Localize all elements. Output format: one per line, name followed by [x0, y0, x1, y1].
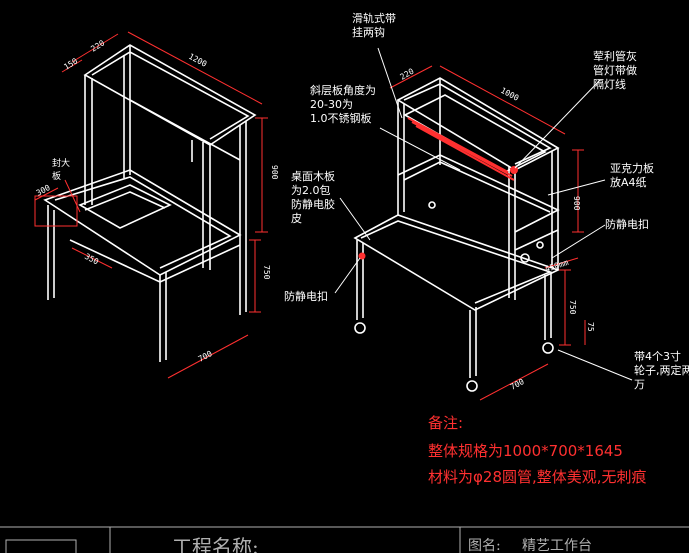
right-desk-top-2	[360, 220, 553, 304]
left-dim-leg-height	[249, 239, 261, 313]
right-dim-base-width	[479, 363, 549, 401]
right-top-frame-inner	[403, 83, 552, 165]
leader-acrylic	[547, 179, 606, 196]
leader-esd-right	[551, 224, 606, 259]
title-block-texts: 工程名称: 图名: 精艺工作台	[172, 535, 592, 553]
callout-tilt-shelf-line: 斜层板角度为	[310, 83, 376, 97]
callout-acrylic: 亚克力板放A4纸	[610, 161, 654, 189]
callout-rail-line: 挂两钩	[352, 25, 385, 39]
left-seal-board-line2: 板	[52, 170, 61, 182]
callout-tilt-shelf-line: 1.0不锈钢板	[310, 111, 372, 125]
callout-lamp-line: 隔灯线	[593, 77, 626, 91]
notes-line1: 整体规格为1000*700*1645	[428, 442, 623, 460]
right-outlet-2	[428, 201, 436, 209]
left-seal-board-box	[34, 195, 78, 227]
leader-wheels	[557, 349, 633, 381]
callout-lamp-line: 荤利管灰	[593, 49, 637, 63]
callout-wheels-line: 万	[634, 378, 645, 391]
left-top-frame-inner	[91, 51, 250, 140]
left-dim-seat-depth	[34, 187, 59, 201]
callout-esd-left-line: 防静电扣	[284, 289, 328, 303]
right-lamp-highlight	[358, 117, 518, 260]
leader-tilt-shelf	[379, 127, 461, 171]
right-outlet-1	[520, 253, 530, 263]
callout-esd-right-line: 防静电扣	[605, 217, 649, 231]
right-lamp-bar	[407, 117, 515, 181]
left-dim-top-depth	[71, 33, 119, 63]
left-dim-drawer	[71, 247, 113, 269]
right-esd-point-left	[358, 252, 366, 260]
left-seal-board-line1: 封大	[52, 157, 70, 169]
left-dim-top-width	[127, 31, 263, 105]
left-desk-apron	[69, 239, 241, 283]
left-workbench-view	[43, 44, 257, 362]
left-drawer-box-2	[84, 191, 166, 211]
callout-desktop-line: 桌面木板	[291, 169, 335, 183]
right-dim-side	[544, 257, 579, 269]
left-shelf	[129, 99, 241, 161]
leader-esd-left	[334, 257, 361, 294]
leader-desktop	[339, 197, 371, 241]
right-dim-leg-height-text: 750	[568, 300, 577, 315]
right-desk-top	[353, 214, 561, 311]
left-view-dimensions	[34, 31, 268, 379]
right-dim-shelf-height-text: 900	[572, 196, 581, 211]
left-dim-shelf-depth	[61, 59, 83, 73]
callout-tilt-shelf-line: 20-30为	[310, 98, 353, 111]
right-workbench-view	[353, 77, 561, 392]
callout-rail: 滑轨式带挂两钩	[352, 11, 396, 39]
right-esd-point-top	[510, 166, 518, 174]
drawing-name-label: 图名:	[468, 538, 501, 553]
callout-wheels-line: 带4个3寸	[634, 349, 681, 363]
right-dim-top-depth	[389, 65, 433, 89]
callout-lamp: 荤利管灰管灯带做隔灯线	[593, 49, 637, 91]
callout-wheels-line: 轮子,两定两	[634, 363, 689, 377]
callout-lamp-line: 管灯带做	[593, 63, 637, 77]
title-block-logo-box	[5, 539, 77, 553]
callout-rail-line: 滑轨式带	[352, 11, 396, 25]
notes-line2: 材料为φ28圆管,整体美观,无刺痕	[428, 468, 647, 486]
callout-esd-left: 防静电扣	[284, 289, 328, 303]
right-lower-shelf	[514, 229, 559, 251]
drawing-name-value: 精艺工作台	[522, 538, 592, 553]
left-drawer-box	[78, 184, 172, 229]
callout-desktop-line: 皮	[291, 212, 302, 225]
project-name-label: 工程名称:	[172, 535, 259, 553]
callout-leaders	[334, 47, 633, 381]
right-view-dimensions	[389, 65, 586, 401]
callout-desktop: 桌面木板为2.0包防静电胶皮	[291, 169, 335, 225]
right-middle-shelf-2	[403, 161, 551, 213]
left-seal-board-label: 封大 板	[52, 157, 73, 182]
callout-esd-right: 防静电扣	[605, 217, 649, 231]
callout-wheels: 带4个3寸轮子,两定两万	[634, 349, 689, 391]
notes-block: 备注: 整体规格为1000*700*1645 材料为φ28圆管,整体美观,无刺痕	[428, 414, 647, 486]
right-wheel-back-right	[542, 342, 554, 354]
title-block	[0, 526, 689, 553]
right-dim-shelf-height	[572, 149, 584, 233]
right-wheel-front-right	[466, 380, 478, 392]
callout-desktop-line: 为2.0包	[291, 184, 331, 197]
leader-rail	[377, 47, 403, 119]
left-desk-top	[43, 169, 242, 276]
right-wheel-front-left	[354, 322, 366, 334]
right-dim-foot-text: 75	[586, 322, 595, 332]
left-dim-post-height-text: 900	[270, 165, 279, 180]
callout-desktop-line: 防静电胶	[291, 197, 335, 211]
right-dim-top-width	[439, 65, 566, 135]
callout-acrylic-line: 放A4纸	[610, 175, 647, 189]
right-outlet-3	[536, 241, 544, 249]
leader-lamp	[514, 79, 601, 169]
notes-heading: 备注:	[428, 414, 463, 432]
callout-acrylic-line: 亚克力板	[610, 161, 654, 175]
left-dim-base-width	[167, 334, 249, 379]
left-dim-leg-height-text: 750	[262, 265, 271, 280]
left-dim-post-height	[255, 117, 268, 233]
right-dim-leg-height	[559, 269, 571, 346]
left-desk-inner	[54, 176, 232, 269]
right-middle-shelf	[397, 154, 560, 233]
